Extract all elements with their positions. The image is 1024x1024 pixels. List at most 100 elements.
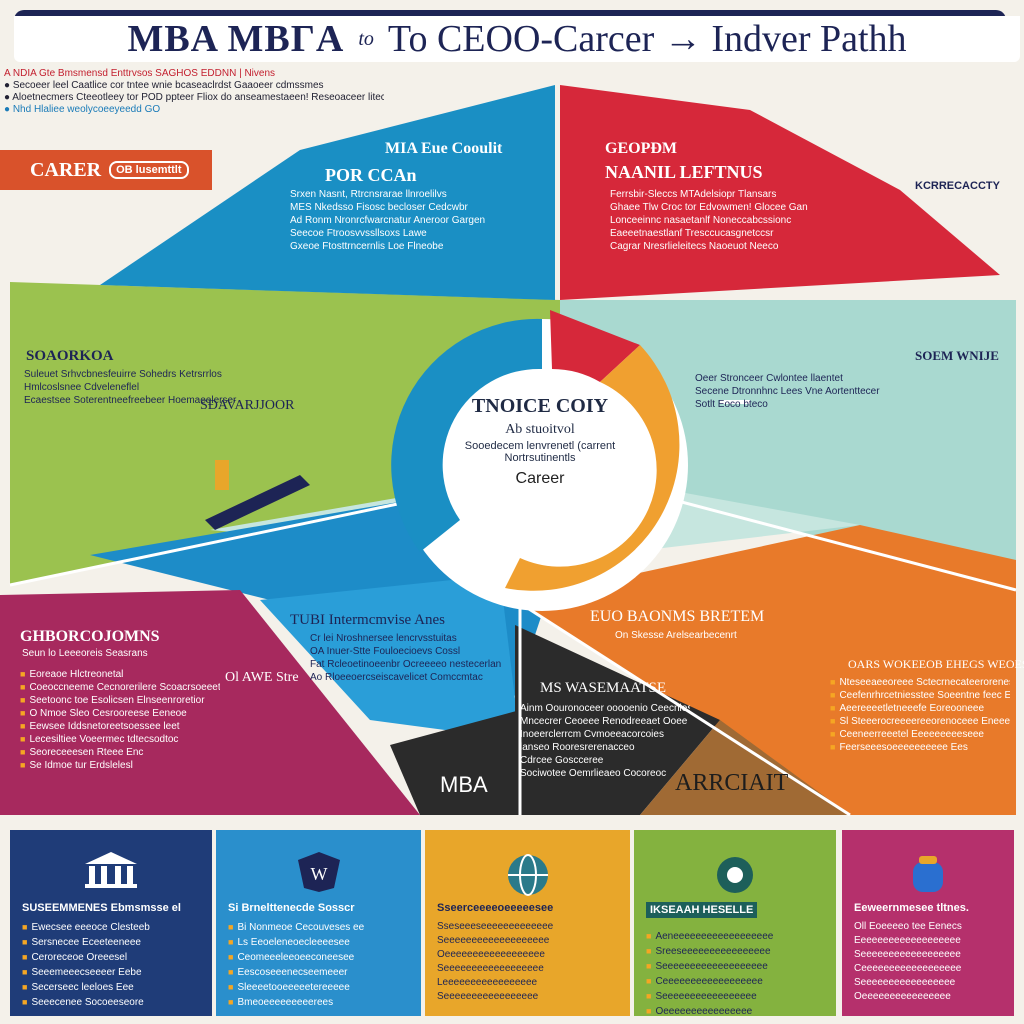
card-1: SUSEEMMENES Ebmsmsse el Ewecsee eeeoce C… [10, 830, 212, 1016]
center-hub: TNOICE COIY Ab stuoitvol Sooedecem lenvr… [440, 395, 640, 488]
blue-mid-title: TUBI Intermcmvise Anes [290, 612, 445, 628]
magenta-list: Eoreaoe Hlctreonetal Coeoccneeme Cecnore… [20, 668, 220, 772]
list-item: Oeer Stronceer Cwlontee llaentet [695, 373, 843, 384]
list-item: Coeoccneeme Cecnorerilere Scoacrsoeeetog [20, 681, 220, 694]
card-line: Seeecenee Socoeeseore [22, 995, 200, 1010]
list-item: Secene Dtronnhnc Lees Vne Aortenttecer [695, 386, 880, 397]
dark-title: MS WASEMAATSE [540, 680, 666, 696]
brown-label: ARRCIAIT [675, 770, 789, 796]
red-top-subtitle: NAANIL LEFTNUS [605, 162, 763, 182]
list-item: Ao Rloeeoercseiscavelicet Comccmtac [310, 672, 483, 683]
list-item: Aeereeeetletneeefe Eoreooneee [830, 702, 1010, 715]
card-line: Sleeeetooeeeeetereeeee [228, 980, 409, 995]
segment-brown [640, 720, 850, 815]
header-title-mid: to [358, 27, 374, 50]
segment-teal [560, 300, 1016, 590]
segment-dark [515, 625, 720, 815]
magenta-title: GHBORCOJOMNS [20, 628, 160, 645]
list-item: Sotlt Eoco bteco [695, 399, 768, 410]
list-item: Hmlcoslsnee Cdveleneflel [24, 382, 140, 393]
card-line: Bi Nonmeoe Cecouveses ee [228, 920, 409, 935]
card-line: Ceroreceoe Oreeesel [22, 950, 200, 965]
card-line: Secerseec leeloes Eee [22, 980, 200, 995]
card-title: Si Brnelttenecde Sosscr [228, 902, 355, 914]
card-line: Ceeeeeeeeeeeeeeeeee [646, 974, 824, 989]
list-item: Nteseeaeeoreee Sctecrnecateerorenesrec [830, 676, 1010, 689]
list-item: Gxeoe Ftosttrncernlis Loe Flneobe [290, 241, 444, 252]
green-list: Suleuet Srhvcbnesfeuirre Sohedrs Ketrsrr… [24, 368, 394, 407]
intro-line: ● Secoeer leel Caatlice cor tntee wnie b… [4, 80, 324, 91]
card-2: W Si Brnelttenecde Sosscr Bi Nonmeoe Cec… [216, 830, 421, 1016]
card-5: Eeweernmesee tltnes. Oll Eoeeeeo tee Een… [842, 830, 1014, 1016]
list-item: Lonceeinnc nasaetanlf Noneccabcssionc [610, 215, 792, 226]
card-line: Seeeeeeeeeeeeeeeee [854, 977, 956, 988]
list-item: Suleuet Srhvcbnesfeuirre Sohedrs Ketrsrr… [24, 369, 222, 380]
header-banner: MBA MBΓA to To CEOO-Carcer → Indver Path… [14, 10, 1020, 62]
orange-subtitle: On Skesse Arelsearbecenrt [615, 630, 737, 641]
header-title-right: To CEOO-Carcer → Indver Pathh [387, 18, 907, 60]
blue-mid-list: Cr lei Nroshnersee lencrvsstuitas OA Inu… [310, 632, 510, 684]
svg-text:W: W [310, 864, 327, 884]
gear-icon [717, 857, 753, 893]
list-item: Sociwotee Oemrlieaeo Cocoreoc [520, 768, 667, 779]
list-item: Ghaee Tlw Croc tor Edvowmen! Glocee Gan [610, 202, 808, 213]
blue-top-list: Srxen Nasnt, Rtrcnsrarae llnroelilvs MES… [290, 188, 520, 253]
dark-label: MBA [440, 772, 488, 797]
list-item: MES Nkedsso Fisosc becloser Cedcwbr [290, 202, 468, 213]
segment-dark-small [390, 710, 520, 815]
career-tag-label: CARER [30, 158, 102, 181]
list-item: OA Inuer-Stte Fouloecioevs Cossl [310, 646, 461, 657]
card-title: Eeweernmesee tltnes. [854, 902, 969, 914]
card-line: Oeeeeeeeeeeeeeeeeee [437, 949, 545, 960]
list-item: Eewsee Iddsnetoreetsoessee leet [20, 720, 220, 733]
segment-green [10, 282, 560, 585]
list-item: lanseo Rooresrerenacceo [520, 742, 635, 753]
card-line: Ewecsee eeeoce Clesteeb [22, 920, 200, 935]
card-line: Ls Eeoeleneoecleeeesee [228, 935, 409, 950]
card-line: Seeeeeeeeeeeeeeeeeee [437, 935, 550, 946]
card-line: Seeeeeeeeeeeeeeeee [646, 989, 824, 1004]
list-item: O Nmoe Sleo Cesrooreese Eeneoe [20, 707, 220, 720]
card-title: IKSEAAH HESELLE [646, 902, 758, 918]
list-item: Seoreceeesen Rteee Enc [20, 746, 220, 759]
center-heading: TNOICE COIY [471, 395, 609, 417]
card-title: Sseerceeeeoeeeeesee [437, 902, 554, 914]
list-item: Mncecrer Ceoeee Renodreeaet Ooee [520, 716, 688, 727]
orange-list: Nteseeaeeoreee Sctecrnecateerorenesrec C… [830, 676, 1010, 754]
list-item: Cdrcee Goscceree [520, 755, 604, 766]
card-line: Seeeeeeeeeeeeeeeee [437, 991, 539, 1002]
blue-top-title: MIA Eue Cooulit [385, 140, 503, 157]
list-item: Ceeneerreeetel Eeeeeeeeeseee [830, 728, 1010, 741]
card-line: Ceeeeeeeeeeeeeeeeee [854, 963, 962, 974]
card-3: Sseerceeeeoeeeeesee Sseseeeseeeeeeeeeeee… [425, 830, 630, 1016]
card-line: Seeeeeeeeeeeeeeeeeee [646, 959, 824, 974]
header-title-left: MBA MBΓA [127, 18, 345, 60]
card-line: Eeeeeeeeeeeeeeeeeee [854, 935, 961, 946]
card-line: Leeeeeeeeeeeeeeeee [437, 977, 538, 988]
list-item: Cagrar Nresrlieleitecs Naoeuot Neeco [610, 241, 779, 252]
card-line: Ceomeeeleeoeeconeesee [228, 950, 409, 965]
globe-icon [507, 854, 548, 896]
center-line2: Nortrsutinentls [504, 452, 576, 464]
career-tag: CARER OB lusemttlt [0, 150, 212, 190]
card-line: Seeeeeeeeeeeeeeeeee [437, 963, 544, 974]
list-item: Feerseeesoeeeeeeeeee Ees [830, 741, 1010, 754]
card-line: Oeeeeeeeeeeeeeeee [854, 991, 951, 1002]
teal-list: Oeer Stronceer Cwlontee llaentet Secene … [695, 372, 1000, 411]
intro-line: ● Nhd Hlaliee weolycoeeyeedd GO [4, 104, 161, 115]
shield-icon: W [297, 852, 340, 892]
card-4: IKSEAAH HESELLE Aeneeeeeeeeeeeeeeeeee Sr… [634, 830, 836, 1017]
orange-title: EUO BAONMS BRETEM [590, 608, 765, 625]
center-label: Career [515, 470, 565, 487]
intro-line: ● Aloetnecmers Cteeotleey tor POD ppteer… [4, 92, 384, 103]
card-line: Seeeeeeeeeeeeeeeeee [854, 949, 961, 960]
card-title: SUSEEMMENES Ebmsmsse el [22, 902, 181, 914]
list-item: Seetoonc toe Esolicsen Elnseenroretior [20, 694, 220, 707]
segment-blue-top [100, 85, 555, 300]
list-item: Fat Rcleoetinoeenbr Ocreeeeo nestecerlan [310, 659, 502, 670]
list-item: Eaeeetnaestlanf Tresccucasgnetccsr [610, 228, 774, 239]
red-side-tag: KCRRECACCTY [915, 180, 1000, 192]
intro-text: A NDIA Gte Bmsmensd Enttrvsos SAGHOS EDD… [4, 68, 384, 116]
red-top-list: Ferrsbir-Sleccs MTAdelsiopr Tlansars Gha… [610, 188, 830, 253]
list-item: Ad Ronm Nronrcfwarcnatur Aneroor Gargen [290, 215, 486, 226]
